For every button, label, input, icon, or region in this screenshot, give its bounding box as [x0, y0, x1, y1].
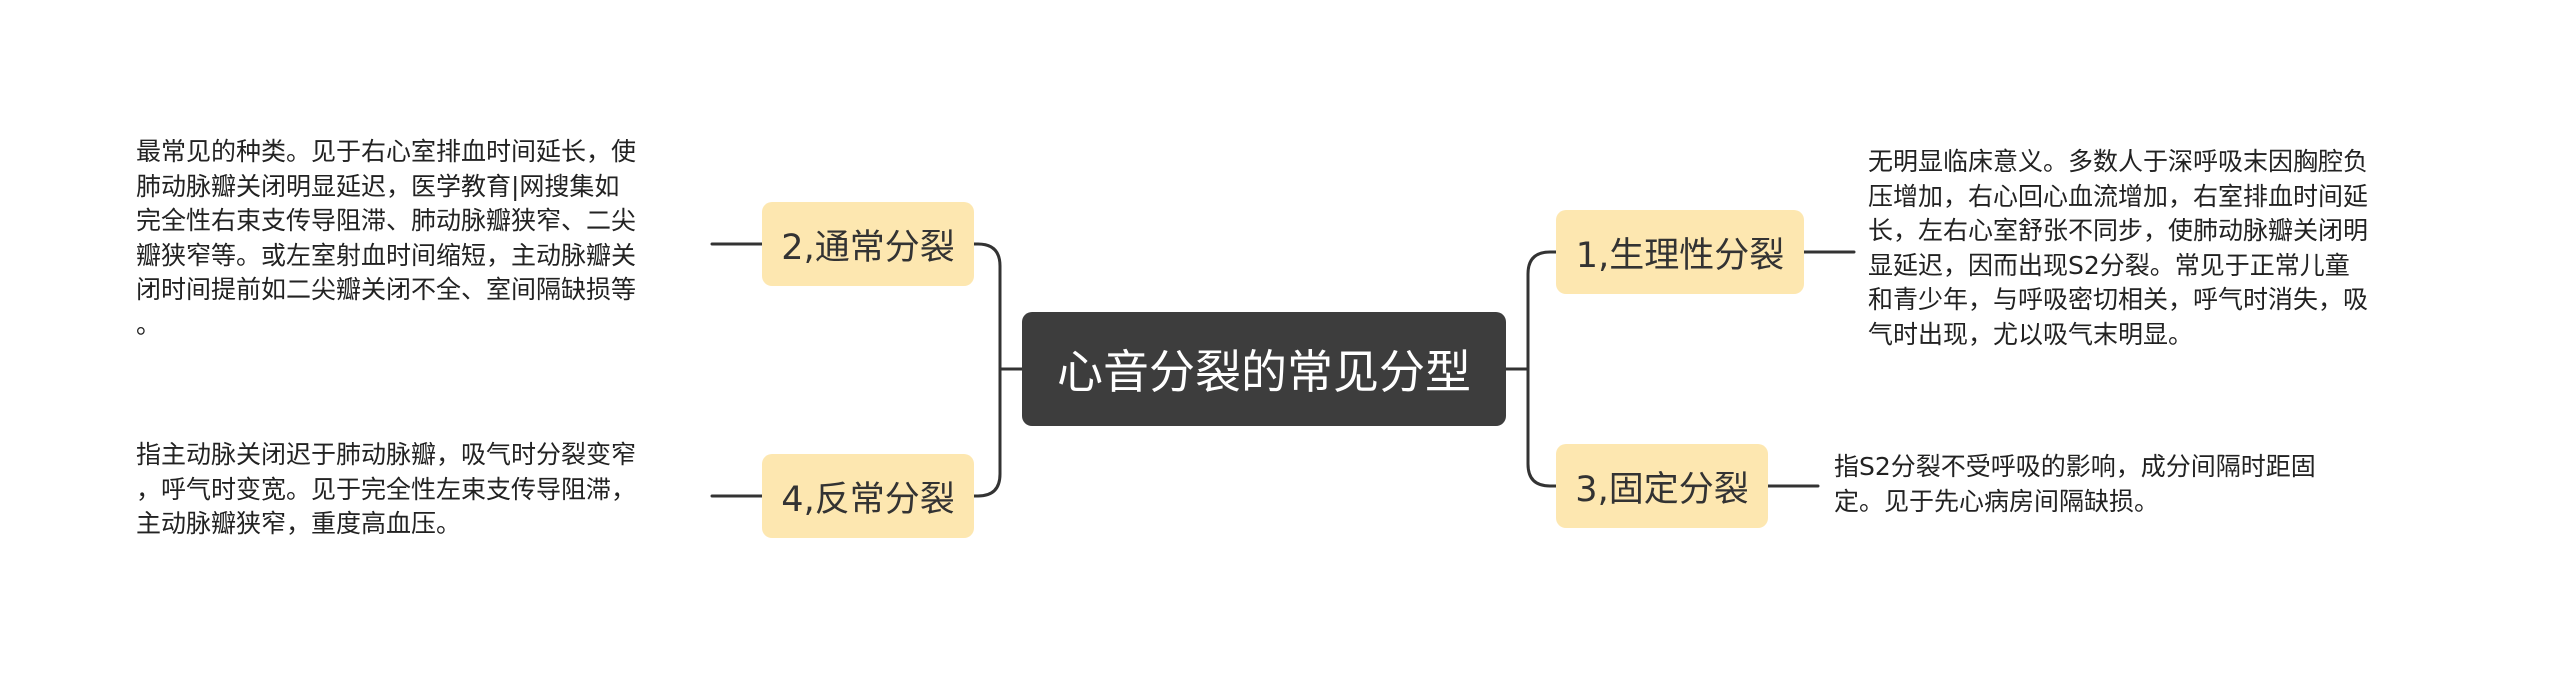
leaf-text-physiological-split: 无明显临床意义。多数人于深呼吸末因胸腔负 压增加，右心回心血流增加，右室排血时间…: [1868, 147, 2369, 349]
connector-right-branch-1: [1526, 250, 1558, 371]
branch-node-physiological-split[interactable]: 1,生理性分裂: [1556, 210, 1804, 294]
leaf-text-fixed-split: 指S2分裂不受呼吸的影响，成分间隔时距固 定。见于先心病房间隔缺损。: [1834, 452, 2316, 516]
connector-right-branch-2: [1526, 367, 1558, 488]
branch-node-normal-split[interactable]: 2,通常分裂: [762, 202, 974, 286]
root-node[interactable]: 心音分裂的常见分型: [1022, 312, 1506, 426]
connector-left-branch-1: [972, 242, 1002, 371]
leaf-text-paradoxical-split: 指主动脉关闭迟于肺动脉瓣，吸气时分裂变窄 ，呼气时变宽。见于完全性左束支传导阻滞…: [136, 440, 637, 538]
leaf-text-normal-split: 最常见的种类。见于右心室排血时间延长，使 肺动脉瓣关闭明显延迟，医学教育|网搜集…: [136, 137, 637, 339]
connector-left-branch-2: [972, 367, 1002, 498]
branch-node-fixed-split[interactable]: 3,固定分裂: [1556, 444, 1768, 528]
branch-node-paradoxical-split[interactable]: 4,反常分裂: [762, 454, 974, 538]
